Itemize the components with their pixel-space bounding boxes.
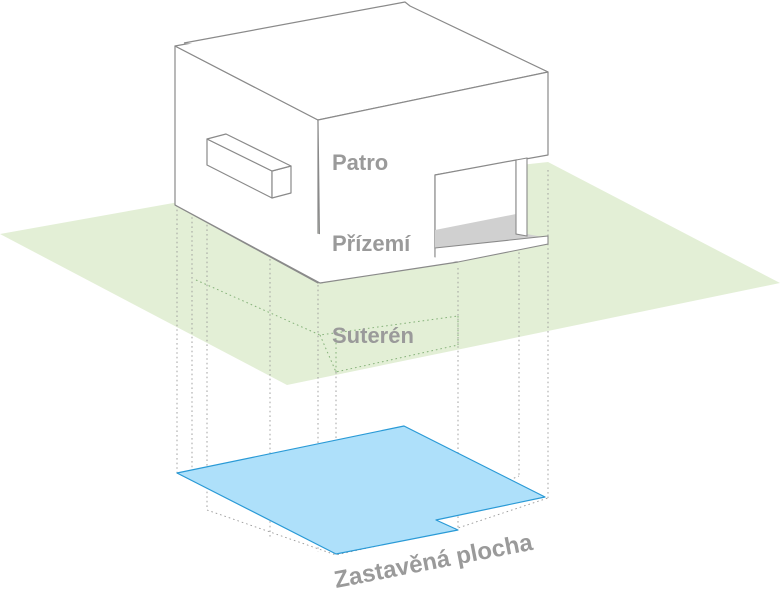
ground-plane	[0, 162, 780, 385]
building-roof-parapet	[183, 1, 549, 73]
window-box-top	[206, 133, 292, 172]
label-suteren: Suterén	[332, 323, 414, 348]
label-prizemi: Přízemí	[332, 231, 411, 256]
support-column	[515, 157, 528, 237]
basement-hidden-edges	[195, 279, 459, 373]
footprint-area	[176, 425, 546, 555]
label-patro: Patro	[332, 150, 388, 175]
building-base	[174, 204, 459, 284]
